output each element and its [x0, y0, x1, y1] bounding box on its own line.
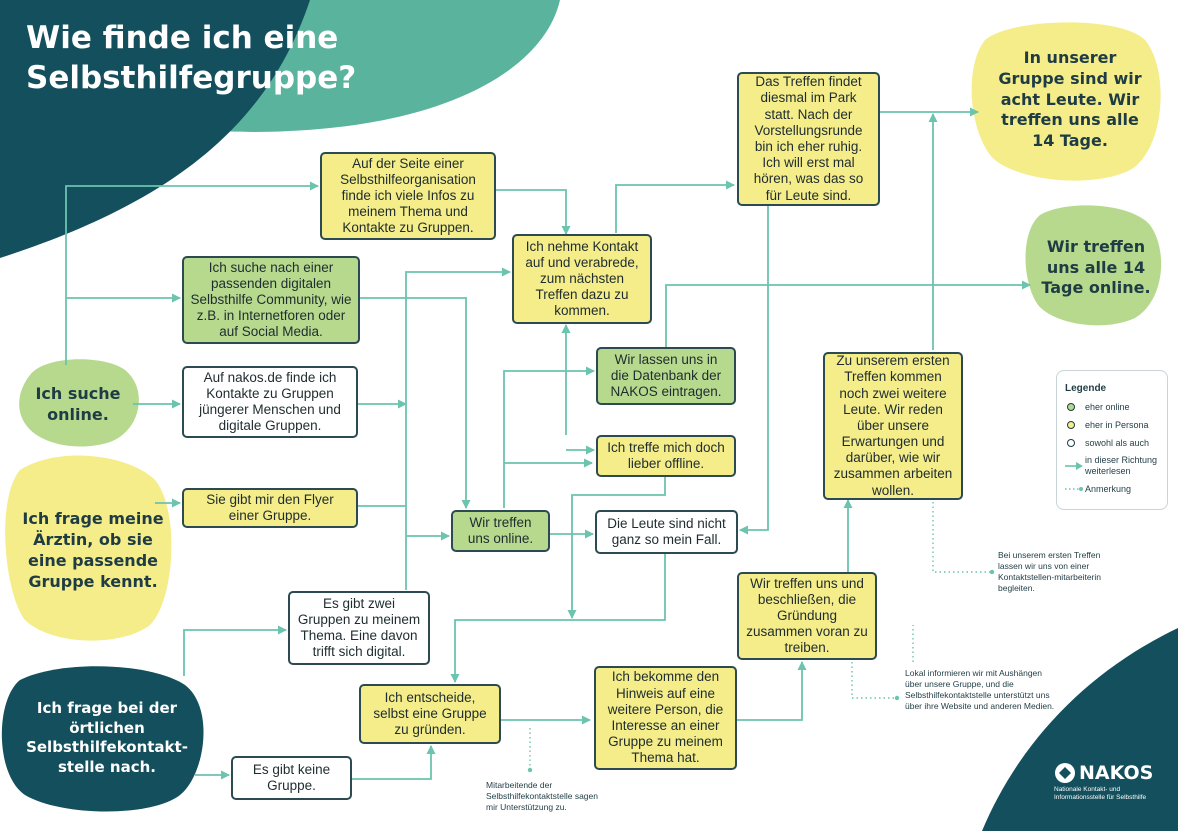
nakos-logo: NAKOS Nationale Kontakt- und Information… [1054, 762, 1169, 802]
node-found-self: Ich entscheide, selbst eine Gruppe zu gr… [359, 684, 501, 744]
start-doctor-blob [5, 455, 172, 641]
node-first-meeting: Zu unserem ersten Treffen kommen noch zw… [823, 352, 963, 500]
end-eight-people-blob [971, 22, 1161, 181]
legend-arrow-label: in dieser Richtung weiterlesen [1085, 455, 1158, 477]
nakos-logo-icon [1055, 763, 1075, 783]
legend-title: Legende [1065, 383, 1107, 394]
legend-online: eher online [1065, 402, 1159, 413]
legend-online-dot [1067, 403, 1075, 412]
start-doctor-text: Ich frage meine Ärztin, ob sie eine pass… [22, 509, 164, 591]
node-self-help-organisation: Auf der Seite einer Selbsthilfeorganisat… [320, 152, 496, 240]
nakos-logo-subtitle: Nationale Kontakt- und Informationsstell… [1054, 786, 1147, 801]
legend-both-dot [1067, 438, 1075, 447]
legend-note-label: Anmerkung [1085, 483, 1132, 494]
node-not-my-case: Die Leute sind nicht ganz so mein Fall. [595, 510, 738, 554]
note-local-info: Lokal informieren wir mit Aushängen über… [905, 668, 1055, 712]
end-eight-people-text: In unserer Gruppe sind wir acht Leute. W… [998, 48, 1142, 151]
legend: Legende eher online eher in Persona sowo… [1056, 370, 1168, 510]
end-14-days-text: Wir treffen uns alle 14 Tage online. [1041, 236, 1151, 298]
legend-in-person: eher in Persona [1065, 420, 1159, 431]
nakos-logo-name: NAKOS [1079, 762, 1154, 784]
legend-in-person-label: eher in Persona [1085, 419, 1149, 430]
node-online-meet: Wir treffen uns online. [451, 510, 550, 552]
node-nakos-de: Auf nakos.de finde ich Kontakte zu Grupp… [182, 366, 358, 438]
flow-arrows [65, 107, 1031, 780]
arrow-right-icon [1065, 462, 1083, 471]
start-online-blob [19, 359, 139, 447]
dotted-line-icon [1065, 487, 1083, 492]
end-14-days-blob [1025, 205, 1162, 326]
start-online-text: Ich suche online. [35, 384, 121, 424]
node-decide: Wir treffen uns und beschließen, die Grü… [737, 572, 877, 660]
start-contact-point-blob [1, 666, 204, 812]
node-flyer: Sie gibt mir den Flyer einer Gruppe. [182, 488, 358, 528]
note-staff-support: Mitarbeitende der Selbsthilfekontaktstel… [486, 780, 598, 813]
legend-both-label: sowohl als auch [1085, 437, 1150, 448]
note-first-meeting: Bei unserem ersten Treffen lassen wir un… [998, 550, 1101, 594]
legend-online-label: eher online [1085, 402, 1130, 412]
node-hint: Ich bekomme den Hinweis auf eine weitere… [594, 666, 737, 770]
legend-arrow: in dieser Richtung weiterlesen [1065, 455, 1159, 477]
node-database: Wir lassen uns in die Datenbank der NAKO… [596, 347, 736, 405]
note-dots [527, 569, 995, 773]
note-leaders [529, 502, 990, 768]
legend-in-person-dot [1067, 421, 1075, 430]
node-contact: Ich nehme Kontakt auf und verabrede, zum… [512, 234, 652, 324]
node-no-group: Es gibt keine Gruppe. [231, 756, 352, 800]
page-title: Wie finde ich eine Selbsthilfegruppe? [26, 20, 357, 97]
node-digital-community: Ich suche nach einer passenden digitalen… [182, 256, 360, 344]
bg-shape-dark-teal-bottom [982, 628, 1178, 831]
bg-shape-dark-teal-top [0, 0, 310, 258]
legend-note: Anmerkung [1065, 484, 1159, 495]
start-contact-point-text: Ich frage bei der örtlichen Selbsthilfek… [26, 699, 188, 776]
legend-both: sowohl als auch [1065, 438, 1159, 449]
node-park: Das Treffen findet diesmal im Park statt… [737, 72, 880, 206]
node-two-groups: Es gibt zwei Gruppen zu meinem Thema. Ei… [288, 591, 430, 665]
node-offline: Ich treffe mich doch lieber offline. [596, 435, 736, 477]
